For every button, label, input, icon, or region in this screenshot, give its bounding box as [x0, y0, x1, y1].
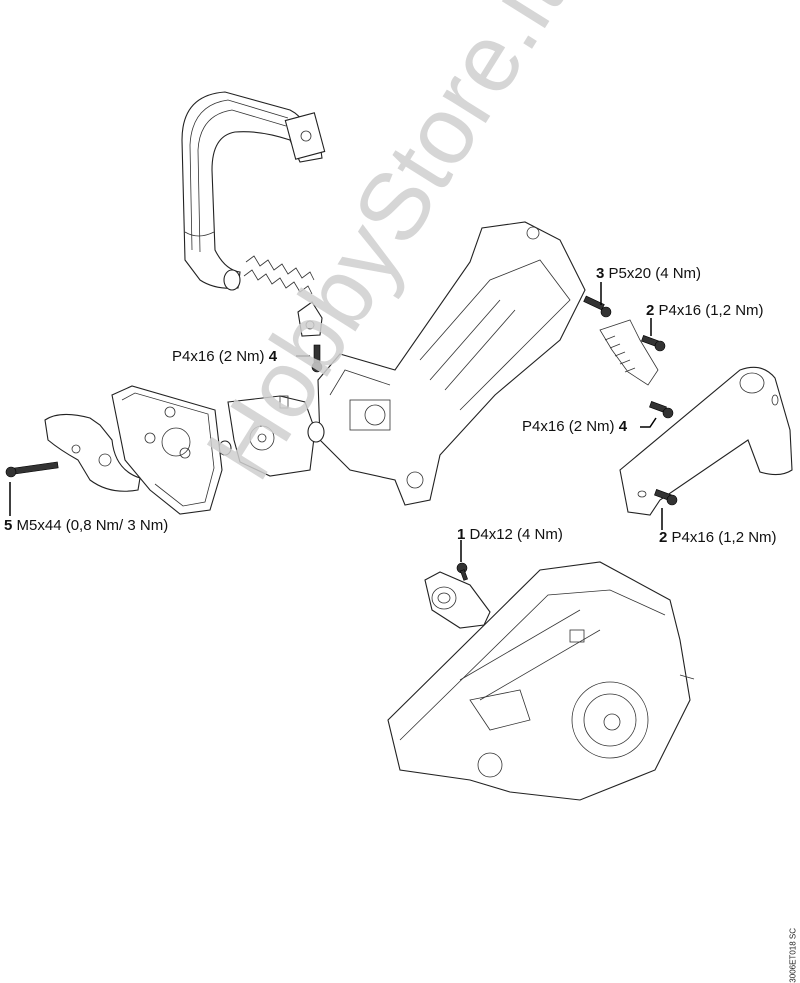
callout-4-left: P4x16 (2 Nm) 4 [172, 349, 277, 364]
callout-number: 3 [596, 265, 605, 282]
crankcase-engine-block [387, 561, 695, 801]
screw-5 [5, 461, 59, 516]
callout-number: 1 [457, 526, 466, 543]
screw-3 [583, 282, 612, 318]
screw-4-left [296, 344, 323, 373]
exploded-diagram [5, 91, 793, 801]
spring-mount [297, 301, 323, 337]
callout-1: 1 D4x12 (4 Nm) [457, 527, 563, 542]
callout-5: 5 M5x44 (0,8 Nm/ 3 Nm) [4, 518, 168, 533]
callout-spec: P5x20 (4 Nm) [608, 265, 702, 282]
screw-2-top [641, 318, 666, 352]
screw-2-bottom [654, 489, 678, 530]
callout-2-top: 2 P4x16 (1,2 Nm) [646, 303, 764, 318]
intake-manifold [424, 571, 491, 629]
callout-spec: P4x16 (2 Nm) [172, 348, 265, 365]
carburetor [218, 395, 325, 477]
annular-buffer [599, 319, 659, 386]
callout-2-bottom: 2 P4x16 (1,2 Nm) [659, 530, 777, 545]
screw-4-right [640, 401, 674, 428]
callout-3: 3 P5x20 (4 Nm) [596, 266, 701, 281]
callout-spec: M5x44 (0,8 Nm/ 3 Nm) [16, 517, 169, 534]
callout-number: 2 [646, 302, 655, 319]
callout-spec: D4x12 (4 Nm) [469, 526, 563, 543]
screw-1 [456, 540, 468, 581]
callout-spec: P4x16 (2 Nm) [522, 418, 615, 435]
callout-number: 2 [659, 529, 668, 546]
front-handle-bar [181, 91, 326, 289]
drawing-code: 3006ET018 SC [789, 928, 798, 983]
rear-handle-housing [317, 221, 586, 506]
callout-number: 5 [4, 517, 13, 534]
callout-spec: P4x16 (1,2 Nm) [658, 302, 764, 319]
rear-handle-cap [619, 366, 793, 516]
callout-spec: P4x16 (1,2 Nm) [671, 529, 777, 546]
callout-4-right: P4x16 (2 Nm) 4 [522, 419, 627, 434]
callout-number: 4 [618, 418, 628, 435]
air-filter-base [111, 385, 223, 515]
handle-spring [223, 255, 315, 295]
throttle-trigger-cover [44, 413, 141, 492]
callout-number: 4 [268, 348, 278, 365]
